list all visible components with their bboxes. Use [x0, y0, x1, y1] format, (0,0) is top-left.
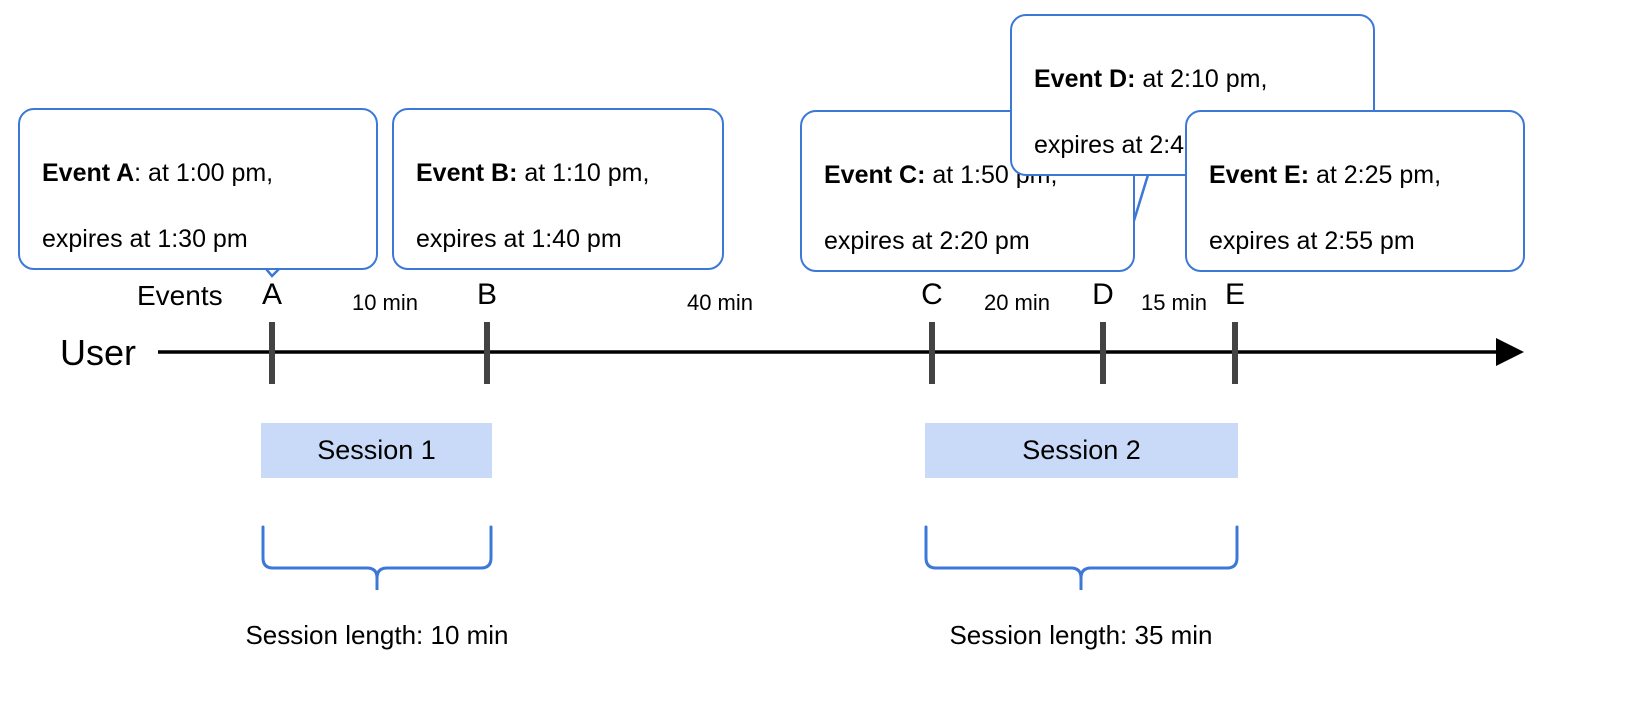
gap-label-ab: 10 min	[351, 290, 419, 315]
session-brace-1	[261, 525, 493, 590]
tick-label-a: A	[261, 278, 282, 311]
callout-b-expiry: expires at 1:40 pm	[416, 225, 622, 253]
timeline-axis	[158, 338, 1524, 366]
callout-e-time: at 2:25 pm,	[1309, 161, 1442, 189]
callout-d-title: Event D:	[1034, 65, 1136, 93]
callout-e-expiry: expires at 2:55 pm	[1209, 227, 1415, 255]
callout-b-time: at 1:10 pm,	[517, 159, 650, 187]
gap-label-de: 15 min	[1140, 290, 1208, 315]
events-lane-label: Events	[137, 280, 223, 311]
session-bar-2-label: Session 2	[1022, 435, 1141, 465]
session-length-2: Session length: 35 min	[949, 620, 1213, 650]
callout-event-b[interactable]: Event B: at 1:10 pm, expires at 1:40 pm	[392, 108, 724, 270]
gap-label-bc: 40 min	[686, 290, 754, 315]
callout-c-title: Event C:	[824, 161, 926, 189]
tick-label-b: B	[476, 278, 497, 311]
tick-label-d: D	[1092, 278, 1114, 311]
session-length-1: Session length: 10 min	[245, 620, 509, 650]
callout-b-title: Event B:	[416, 159, 518, 187]
session-bar-2[interactable]: Session 2	[925, 423, 1238, 478]
tick-label-e: E	[1224, 278, 1245, 311]
session-brace-2	[924, 525, 1239, 590]
gap-label-cd: 20 min	[983, 290, 1051, 315]
callout-d-time: at 2:10 pm,	[1135, 65, 1268, 93]
callout-e-title: Event E:	[1209, 161, 1310, 189]
callout-a-time: : at 1:00 pm,	[134, 159, 274, 187]
session-bar-1-label: Session 1	[317, 435, 436, 465]
callout-c-expiry: expires at 2:20 pm	[824, 227, 1030, 255]
callout-event-a[interactable]: Event A: at 1:00 pm, expires at 1:30 pm	[18, 108, 378, 270]
callout-a-expiry: expires at 1:30 pm	[42, 225, 248, 253]
tick-label-c: C	[921, 278, 943, 311]
callout-event-e[interactable]: Event E: at 2:25 pm, expires at 2:55 pm	[1185, 110, 1525, 272]
session-bar-1[interactable]: Session 1	[261, 423, 492, 478]
axis-ticks	[269, 322, 1238, 384]
user-lane-label: User	[60, 332, 137, 373]
callout-a-title: Event A	[42, 159, 135, 187]
